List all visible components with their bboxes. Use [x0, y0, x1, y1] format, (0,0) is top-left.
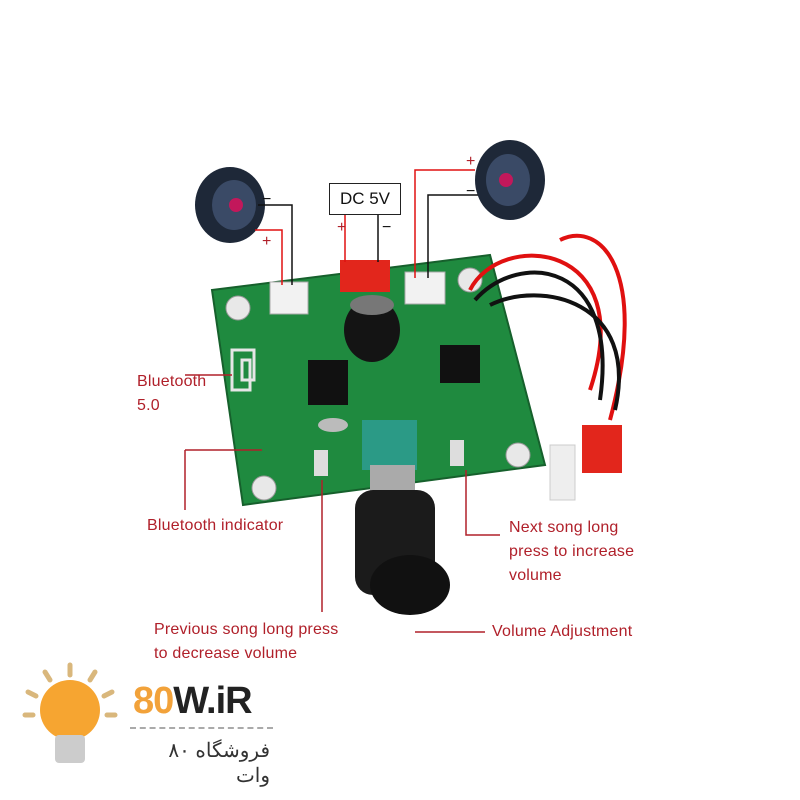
leader-lines — [184, 169, 500, 633]
speaker-connector-left — [269, 281, 309, 315]
speaker-right-minus-label: − — [466, 183, 476, 200]
bluetooth-label-line: Bluetooth — [137, 373, 207, 390]
logo-brand-rest: W.iR — [173, 680, 252, 722]
previous-song-label-line: Previous song long press — [154, 621, 339, 638]
logo-brand: 80W.iR — [133, 680, 253, 723]
mounting-holes — [225, 267, 531, 501]
wire-connector — [582, 425, 622, 473]
speaker-left-plus-label: + — [262, 233, 272, 250]
wires — [468, 233, 627, 421]
capacitor-top — [350, 295, 394, 315]
previous-song-label: Previous song long press to decrease vol… — [154, 618, 338, 666]
dc-5v-label: DC 5V — [329, 183, 401, 215]
speaker-right-plus-label: + — [466, 153, 476, 170]
bluetooth-antenna — [230, 348, 256, 392]
speaker-left-minus-label: − — [262, 191, 272, 208]
next-song-label-line: Next song long — [509, 519, 619, 536]
bluetooth-indicator-label: Bluetooth indicator — [147, 517, 284, 534]
logo-subtitle: فروشگاه ۸۰ وات — [168, 740, 270, 787]
volume-adjustment-label: Volume Adjustment — [492, 623, 633, 640]
wire-connector — [549, 444, 576, 501]
speaker-icon-left — [195, 167, 265, 243]
logo-brand-digits: 80 — [133, 680, 174, 722]
logo-bulb-icon — [22, 662, 118, 763]
previous-song-label-line: to decrease volume — [154, 645, 298, 662]
speaker-connector-right — [404, 271, 446, 305]
next-button — [450, 440, 464, 466]
next-song-label-line: press to increase — [509, 543, 635, 560]
capacitor — [344, 298, 400, 362]
power-minus-label: − — [382, 219, 392, 236]
crystal — [318, 418, 348, 432]
potentiometer — [362, 420, 417, 470]
power-connector — [340, 260, 390, 292]
chip — [440, 345, 480, 383]
speaker-icon-right — [475, 140, 545, 220]
logo-divider — [130, 727, 273, 729]
bluetooth-label-line: 5.0 — [137, 397, 160, 414]
next-song-label-line: volume — [509, 567, 562, 584]
next-song-label: Next song long press to increase volume — [509, 516, 634, 588]
power-plus-label: + — [337, 219, 347, 236]
chip — [308, 360, 348, 405]
prev-button — [314, 450, 328, 476]
knob-face — [370, 555, 450, 615]
bluetooth-label: Bluetooth 5.0 — [137, 370, 206, 418]
